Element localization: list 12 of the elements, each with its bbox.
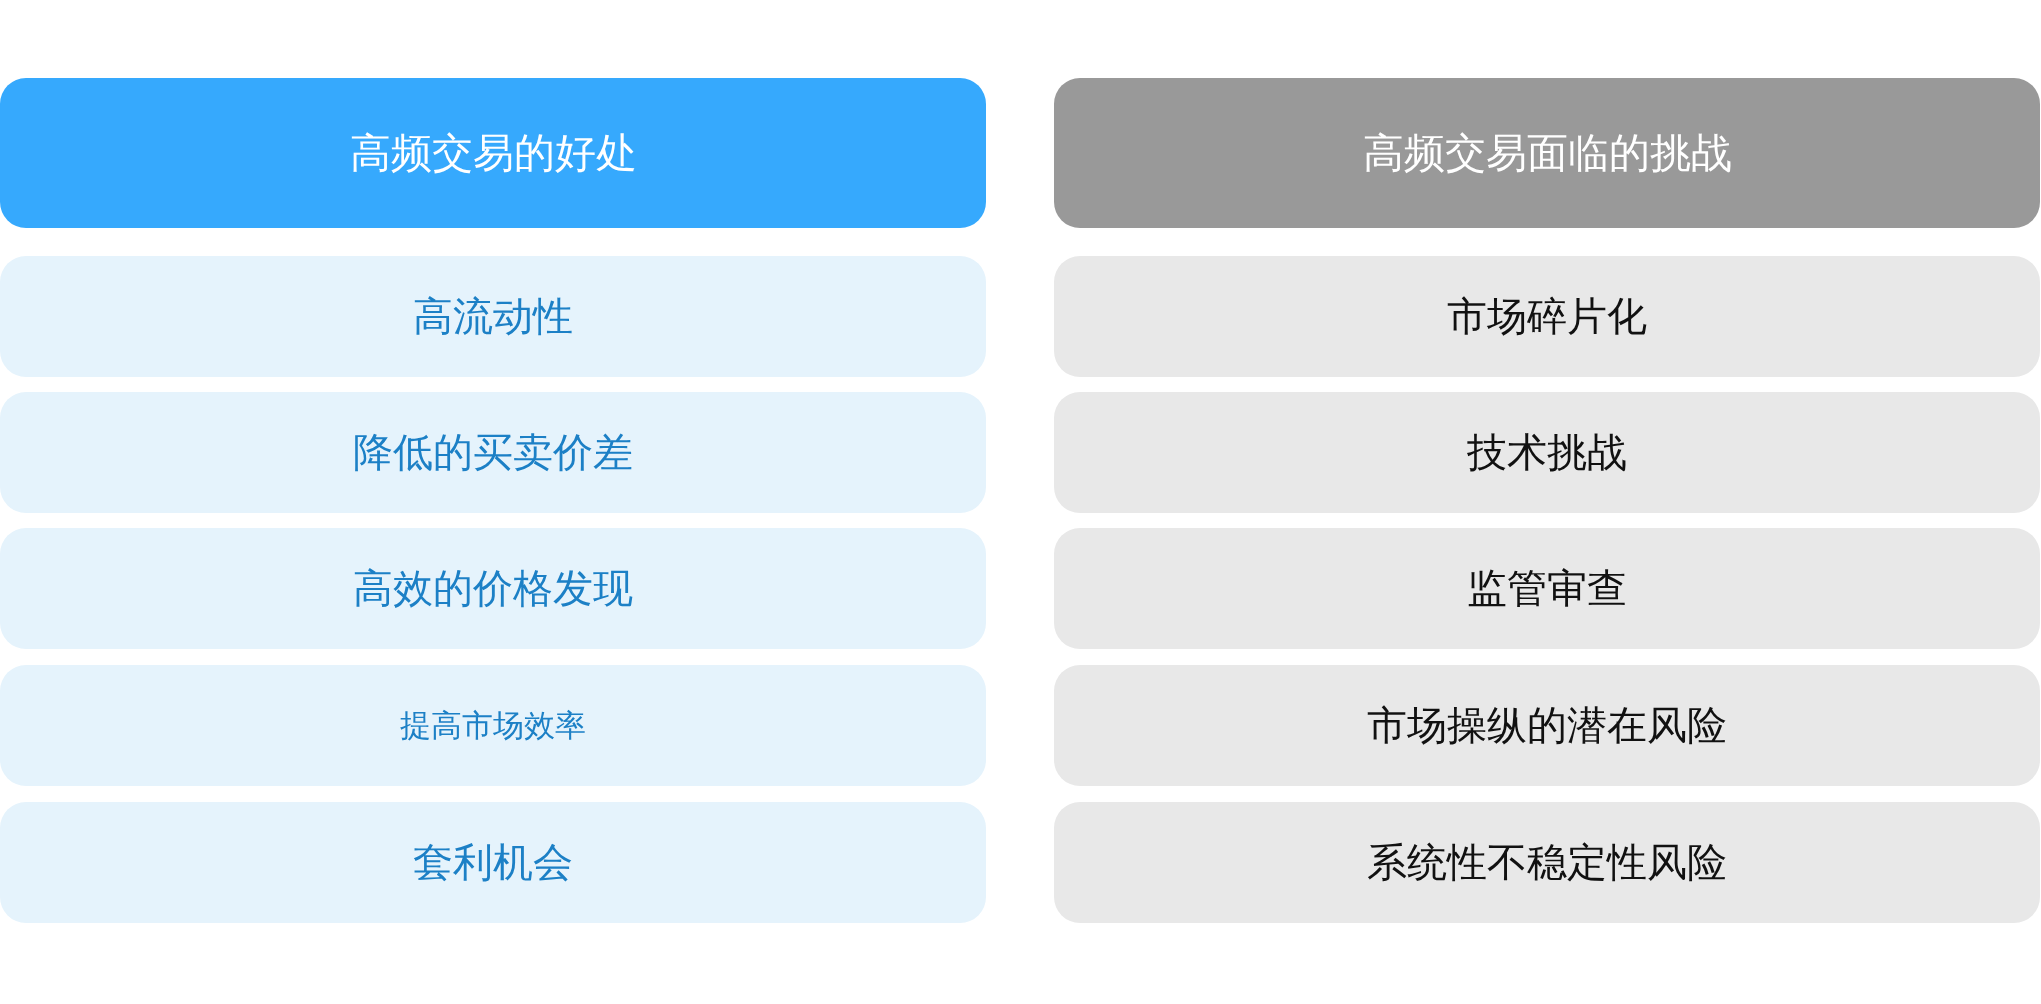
list-item: 降低的买卖价差 <box>0 392 986 513</box>
list-item: 套利机会 <box>0 802 986 923</box>
list-item: 高效的价格发现 <box>0 528 986 649</box>
list-item: 提高市场效率 <box>0 665 986 786</box>
list-item: 高流动性 <box>0 256 986 377</box>
list-item: 市场碎片化 <box>1054 256 2040 377</box>
list-item: 市场操纵的潜在风险 <box>1054 665 2040 786</box>
list-item: 监管审查 <box>1054 528 2040 649</box>
column-header: 高频交易的好处 <box>0 78 986 228</box>
column-header: 高频交易面临的挑战 <box>1054 78 2040 228</box>
list-item: 技术挑战 <box>1054 392 2040 513</box>
list-item: 系统性不稳定性风险 <box>1054 802 2040 923</box>
